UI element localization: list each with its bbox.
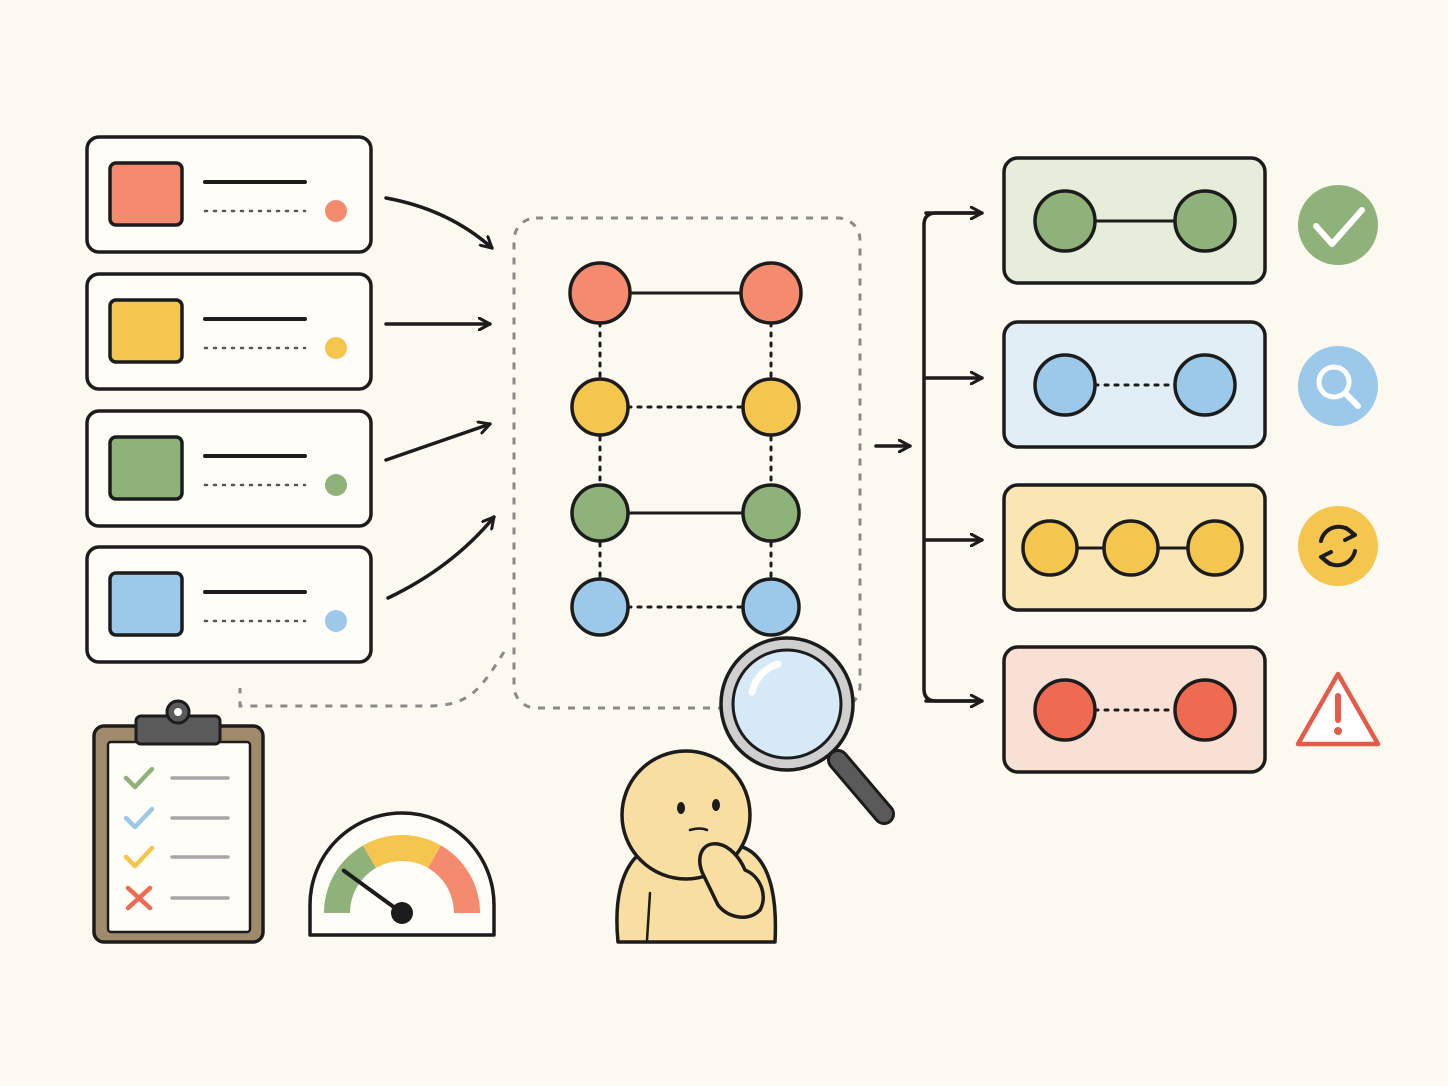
output-node — [1173, 678, 1237, 742]
node-ladder — [568, 261, 803, 637]
source-status-dot — [325, 200, 347, 222]
ladder-node — [570, 483, 630, 543]
branch-trunk — [922, 211, 982, 703]
gauge-needle — [341, 868, 404, 915]
output-node — [1173, 353, 1237, 417]
search-badge-circle — [1298, 346, 1378, 426]
output-panels — [1002, 156, 1267, 774]
source-card — [85, 409, 373, 528]
gauge-pivot — [391, 902, 413, 924]
warning-icon — [1295, 671, 1381, 747]
person-eye — [712, 799, 720, 811]
source-status-dot — [325, 337, 347, 359]
thinking-person — [615, 749, 778, 944]
source-card — [85, 135, 373, 254]
check-icon — [123, 845, 155, 869]
magnifier-glare — [748, 660, 782, 696]
output-panel — [1002, 320, 1267, 449]
ladder-node — [570, 577, 630, 637]
magnifier-icon — [719, 636, 895, 825]
sync-icon — [1298, 506, 1378, 586]
source-color-swatch — [108, 298, 184, 364]
input-arrow — [384, 196, 494, 250]
ladder-node — [739, 261, 803, 325]
output-arrows — [874, 211, 984, 703]
output-node — [1173, 189, 1237, 253]
ladder-node — [570, 377, 630, 437]
source-status-dot — [325, 610, 347, 632]
ladder-node — [741, 577, 801, 637]
check-icon — [123, 766, 155, 790]
gauge-segment — [324, 845, 376, 913]
gauge-segment — [428, 845, 480, 913]
output-node — [1021, 519, 1079, 577]
source-color-swatch — [108, 161, 184, 227]
search-handle — [1342, 390, 1361, 409]
warning-dot — [1334, 727, 1342, 735]
magnifier-handle — [830, 752, 892, 822]
sync-badge-circle — [1298, 506, 1378, 586]
source-color-swatch — [108, 435, 184, 501]
clipboard-clip-hole — [174, 708, 182, 716]
status-badges — [1295, 185, 1381, 747]
source-card — [85, 272, 373, 391]
check-icon — [1298, 185, 1378, 265]
output-node — [1033, 353, 1097, 417]
ladder-node — [741, 483, 801, 543]
person-hand — [698, 842, 765, 919]
input-arrow — [384, 424, 492, 462]
output-node — [1102, 519, 1160, 577]
output-node — [1186, 519, 1244, 577]
output-node — [1033, 189, 1097, 253]
cross-stroke — [125, 885, 153, 911]
gauge-housing — [308, 811, 496, 937]
gauge-meter — [308, 811, 496, 937]
person-eye — [677, 802, 685, 814]
source-cards — [85, 135, 373, 664]
ladder-node — [568, 261, 632, 325]
source-color-swatch — [108, 571, 184, 637]
ladder-group-outline — [512, 216, 862, 710]
person-arm-line — [645, 891, 652, 942]
group-to-clipboard-connector — [238, 651, 506, 708]
source-status-dot — [325, 474, 347, 496]
gauge-segment — [363, 835, 441, 868]
source-card — [85, 545, 373, 664]
output-panel — [1002, 645, 1267, 774]
check-mark — [1313, 207, 1365, 247]
search-icon — [1298, 346, 1378, 426]
cross-icon — [125, 885, 153, 911]
search-lens — [1316, 364, 1352, 400]
clipboard-paper — [106, 740, 252, 934]
clipboard-checklist — [92, 699, 265, 944]
output-panel — [1002, 156, 1267, 285]
person-mouth — [688, 827, 709, 832]
input-arrow — [386, 515, 496, 600]
ladder-node — [741, 377, 801, 437]
output-panel — [1002, 483, 1267, 612]
sync-arrow-top — [1343, 526, 1357, 542]
magnifier-lens — [731, 648, 843, 760]
sync-arrow-bottom — [1319, 550, 1333, 566]
check-icon — [123, 806, 155, 830]
check-badge-circle — [1298, 185, 1378, 265]
input-arrows — [384, 196, 496, 600]
output-node — [1033, 678, 1097, 742]
